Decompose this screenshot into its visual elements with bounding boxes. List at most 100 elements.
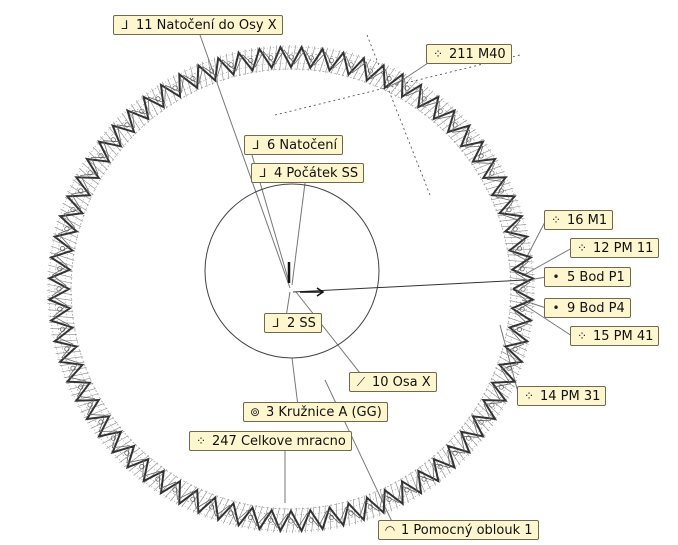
hatch-mark: [464, 422, 482, 442]
label-text: 1 Pomocný oblouk 1: [401, 523, 533, 538]
point-node: [64, 346, 70, 352]
label-4-pocatek-ss[interactable]: ⅃ 4 Počátek SS: [251, 163, 365, 183]
point-node: [98, 153, 104, 159]
hatch-mark: [324, 505, 326, 531]
label-14-pm-31[interactable]: ⁘ 14 PM 31: [517, 386, 607, 406]
point-node: [437, 464, 443, 470]
hatch-mark: [374, 491, 381, 517]
hatch-mark: [195, 64, 203, 90]
leader-line: [521, 299, 547, 309]
point-node: [512, 226, 518, 232]
hatch-mark: [461, 139, 484, 152]
label-text: 11 Natočení do Osy X: [136, 18, 277, 33]
label-text: 211 M40: [449, 47, 506, 62]
hatch-mark: [262, 46, 265, 72]
point-cloud-icon: ⁘: [523, 389, 535, 403]
hatch-mark: [49, 252, 74, 261]
label-9-bod-p4[interactable]: •9 Bod P4: [544, 298, 631, 318]
hatch-mark: [341, 52, 353, 77]
hatch-mark: [78, 168, 99, 185]
hatch-mark: [428, 459, 441, 482]
point-cloud-icon: ⁘: [195, 434, 207, 448]
label-10-osa-x[interactable]: ⟋ 10 Osa X: [349, 372, 437, 392]
axis-line-icon: ⟋: [356, 375, 366, 389]
label-text: 4 Počátek SS: [274, 166, 359, 181]
arc-icon: ◠: [384, 523, 396, 537]
hatch-mark: [374, 65, 390, 87]
hatch-mark: [352, 498, 356, 525]
point-node: [190, 76, 196, 82]
hatch-mark: [96, 141, 115, 161]
hatch-mark: [98, 426, 121, 439]
point-node: [228, 62, 234, 68]
coordinate-system-icon: ⅃: [259, 166, 267, 180]
point-cloud-ring[interactable]: [46, 44, 536, 534]
label-2-ss[interactable]: ⅃2 SS: [264, 313, 322, 333]
point-node: [78, 188, 84, 194]
point-node: [98, 419, 104, 425]
hatch-mark: [254, 506, 263, 531]
zigzag-profile-offset: [51, 49, 531, 529]
point-node: [248, 57, 254, 64]
point-node: [172, 85, 178, 91]
point-icon: •: [552, 301, 560, 315]
label-16-m1[interactable]: ⁘16 M1: [544, 210, 614, 230]
hatch-mark: [192, 491, 208, 513]
hatch-mark: [143, 465, 163, 484]
label-211-m40[interactable]: ⁘211 M40: [426, 44, 512, 64]
hatch-mark: [449, 439, 465, 461]
point-node: [404, 487, 410, 493]
point-node: [386, 76, 392, 82]
point-cloud-band: [48, 46, 534, 532]
hatch-mark: [507, 254, 533, 256]
hatch-mark: [256, 47, 258, 73]
point-node: [139, 108, 145, 114]
construction-geometry: [204, 34, 526, 359]
label-3-kruznice-a-gg[interactable]: ⊚3 Kružnice A (GG): [243, 402, 388, 422]
hatch-mark: [508, 260, 534, 263]
hatch-mark: [66, 377, 92, 385]
hatch-mark: [292, 507, 298, 534]
point-node: [268, 55, 274, 61]
point-node: [209, 68, 215, 74]
label-247-celkove-mracno[interactable]: ⁘ 247 Celkove mracno: [189, 431, 352, 451]
hatch-mark: [229, 501, 241, 526]
label-text: 14 PM 31: [540, 389, 601, 404]
point-node: [70, 365, 76, 371]
hatch-mark: [317, 506, 320, 532]
point-node: [478, 419, 484, 425]
hatch-mark: [493, 372, 515, 388]
hatch-mark: [313, 46, 322, 72]
label-11-natoceni-do-osy-x[interactable]: ⅃11 Natočení do Osy X: [113, 15, 283, 35]
point-cloud-band: [64, 62, 518, 516]
point-node: [268, 517, 274, 523]
point-node: [328, 57, 334, 64]
label-12-pm-11[interactable]: ⁘12 PM 11: [570, 238, 660, 258]
label-text: 6 Natočení: [267, 138, 338, 153]
point-node: [367, 504, 373, 510]
point-node: [228, 510, 234, 516]
construction-line: [274, 54, 521, 116]
label-text: 10 Osa X: [372, 375, 431, 390]
point-node: [288, 54, 294, 60]
label-6-natoceni[interactable]: ⅃6 Natočení: [244, 135, 344, 155]
hatch-mark: [117, 117, 133, 139]
label-text: 247 Celkove mracno: [212, 434, 346, 449]
label-5-bod-p1[interactable]: •5 Bod P1: [544, 267, 631, 287]
point-node: [519, 266, 525, 272]
label-15-pm-41[interactable]: ⁘15 PM 41: [570, 326, 660, 346]
hatch-mark: [55, 350, 82, 354]
hatch-mark: [490, 193, 516, 201]
hatch-mark: [508, 317, 533, 326]
hatch-mark: [57, 356, 83, 361]
hatch-mark: [167, 78, 177, 103]
hatch-mark: [46, 290, 73, 296]
hatch-mark: [201, 61, 208, 87]
axis-x-line: [292, 279, 526, 293]
point-node: [110, 435, 116, 441]
leader-line: [499, 324, 520, 397]
label-1-pomocny-oblouk-1[interactable]: ◠ 1 Pomocný oblouk 1: [378, 520, 539, 540]
point-icon: •: [552, 270, 560, 284]
